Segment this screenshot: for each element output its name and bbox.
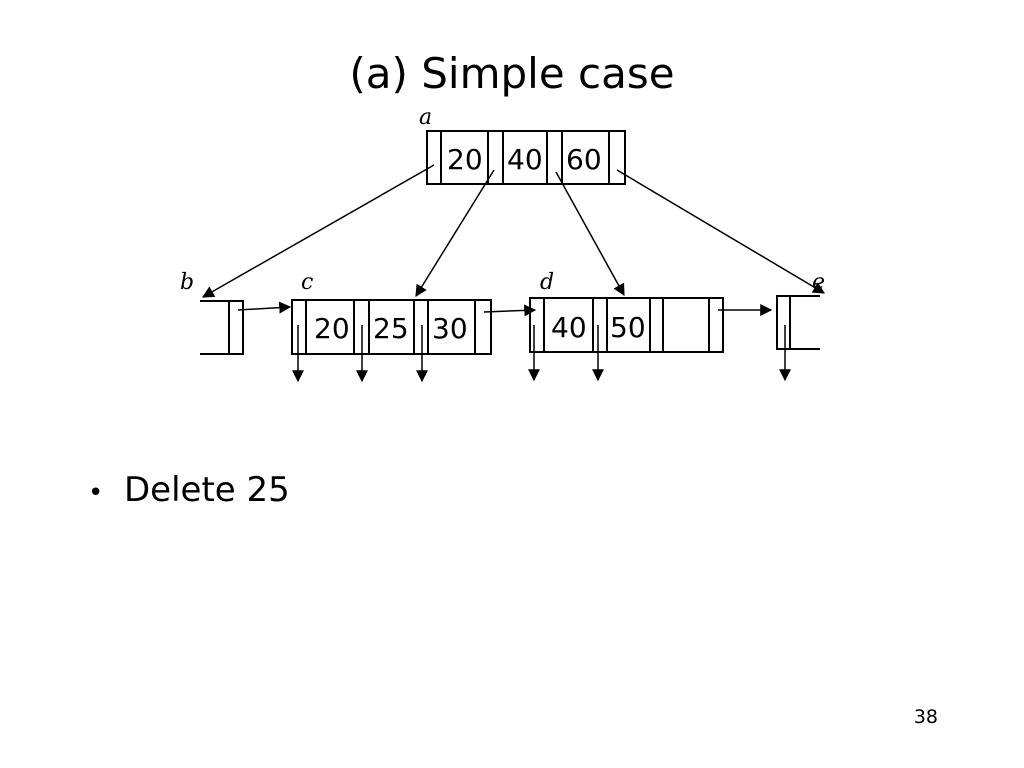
node-c-key: 30 [432,312,468,345]
node-d [529,297,724,353]
bullet-item: • Delete 25 [88,468,290,515]
root-pointer-arrows [201,164,826,298]
node-a-key: 60 [566,143,602,176]
node-d-key: 50 [610,311,646,344]
bullet-dot-icon: • [88,478,104,508]
node-label-e: e [812,270,825,295]
bullet-text: Delete 25 [124,470,290,510]
node-a-key: 40 [507,143,543,176]
node-b [200,300,244,355]
node-label-a: a [419,105,432,130]
node-label-b: b [180,270,194,295]
node-d-key: 40 [551,311,587,344]
node-c [291,299,492,355]
node-a [426,130,626,185]
node-e [776,295,820,350]
node-label-d: d [540,270,554,295]
slide-title: (a) Simple case [349,49,675,98]
page-number: 38 [913,706,938,728]
node-a-key: 20 [447,143,483,176]
node-c-key: 20 [314,312,350,345]
leaf-sibling-arrows [237,301,773,317]
record-pointer-arrows [292,325,791,383]
node-c-key: 25 [373,312,409,345]
node-label-c: c [301,270,313,295]
